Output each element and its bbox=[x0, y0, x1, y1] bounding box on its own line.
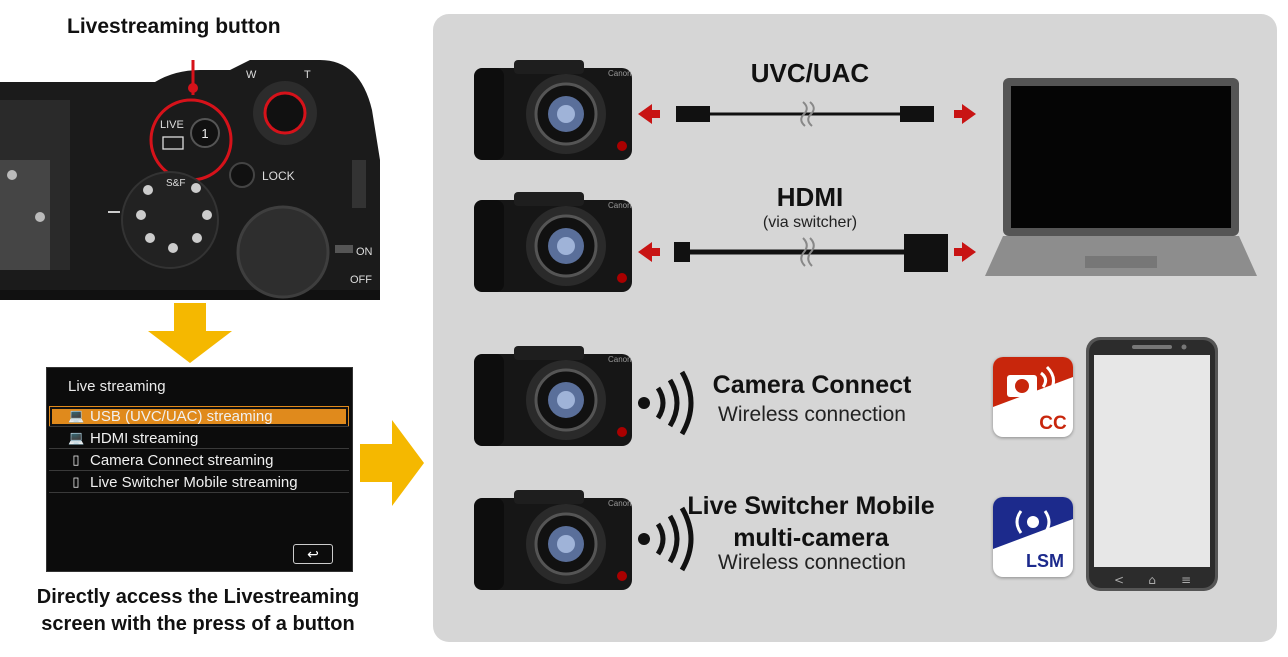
usb-cable bbox=[638, 101, 976, 127]
down-arrow bbox=[148, 303, 232, 363]
camera-connect-sublabel: Wireless connection bbox=[718, 403, 906, 426]
laptop-icon: 💻 bbox=[68, 408, 85, 423]
svg-text:W: W bbox=[246, 69, 257, 81]
laptop-icon bbox=[985, 78, 1257, 276]
caption: Directly access the Livestreaming screen… bbox=[36, 586, 360, 635]
wireless-icon-lsm bbox=[638, 506, 694, 572]
camera-lsm: Canon bbox=[474, 490, 634, 592]
lock-label: LOCK bbox=[262, 169, 295, 183]
right-arrow bbox=[360, 420, 424, 506]
menu-item-hdmi[interactable]: 💻 HDMI streaming bbox=[49, 428, 349, 449]
hdmi-label: HDMI bbox=[776, 182, 844, 212]
svg-text:OFF: OFF bbox=[350, 274, 372, 286]
hdmi-sublabel: (via switcher) bbox=[762, 214, 858, 231]
phone-icon: ▯ bbox=[72, 452, 80, 467]
menu-item-live-switcher[interactable]: ▯ Live Switcher Mobile streaming bbox=[49, 472, 349, 493]
svg-text:T: T bbox=[304, 69, 311, 81]
live-label: LIVE bbox=[160, 119, 184, 131]
lsm-label: Live Switcher Mobile multi-camera bbox=[687, 492, 935, 552]
svg-text:S&F: S&F bbox=[166, 178, 185, 189]
svg-text:⌂: ⌂ bbox=[1148, 573, 1156, 587]
lsm-sublabel: Wireless connection bbox=[718, 551, 906, 574]
wireless-icon-cc bbox=[638, 370, 694, 436]
live-streaming-menu: Live streaming 💻 USB (UVC/UAC) streaming… bbox=[46, 367, 353, 572]
camera-cc: Canon bbox=[474, 346, 634, 448]
svg-text:Canon: Canon bbox=[608, 201, 632, 210]
camera-connect-app-icon: CC bbox=[993, 357, 1073, 437]
back-button[interactable]: ↩ bbox=[293, 544, 333, 564]
laptop-icon: 💻 bbox=[68, 430, 85, 445]
camera-uvc: Canon bbox=[474, 60, 634, 162]
camera-top-view: 1 LIVE W T LOCK S&F ON OFF bbox=[0, 60, 380, 300]
smartphone-icon: < ⌂ ≡ bbox=[1086, 337, 1218, 591]
phone-icon: ▯ bbox=[72, 474, 80, 489]
menu-title: Live streaming bbox=[68, 378, 166, 395]
camera-connect-label: Camera Connect bbox=[712, 371, 912, 399]
live-switcher-app-icon: LSM bbox=[993, 497, 1073, 577]
menu-item-usb[interactable]: 💻 USB (UVC/UAC) streaming bbox=[49, 406, 349, 427]
menu-item-camera-connect[interactable]: ▯ Camera Connect streaming bbox=[49, 450, 349, 471]
svg-text:<: < bbox=[1114, 573, 1124, 587]
camera-hdmi: Canon bbox=[474, 192, 634, 294]
svg-text:Canon: Canon bbox=[608, 69, 632, 78]
uvc-label: UVC/UAC bbox=[750, 58, 870, 88]
live-button-number: 1 bbox=[201, 126, 208, 141]
hdmi-cable bbox=[638, 234, 976, 272]
svg-text:≡: ≡ bbox=[1181, 573, 1191, 587]
livestreaming-button-label: Livestreaming button bbox=[67, 15, 281, 38]
svg-text:Canon: Canon bbox=[608, 499, 632, 508]
svg-text:ON: ON bbox=[356, 246, 373, 258]
svg-text:CC: CC bbox=[1039, 413, 1067, 434]
svg-text:LSM: LSM bbox=[1026, 551, 1064, 571]
svg-text:Canon: Canon bbox=[608, 355, 632, 364]
